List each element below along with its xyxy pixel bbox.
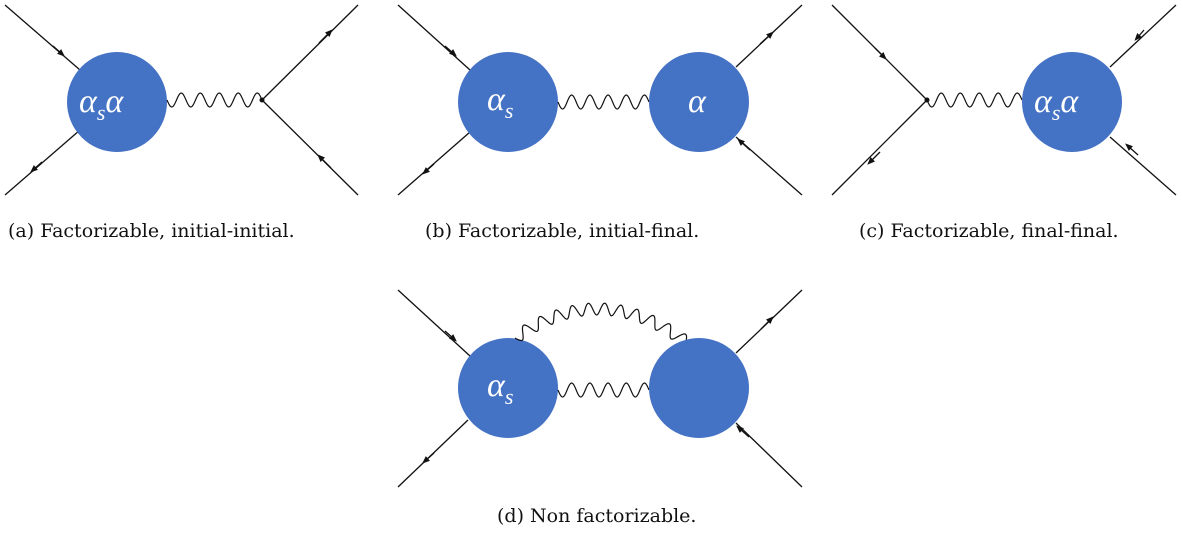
blob-d-right (649, 338, 749, 438)
photon-propagator (926, 92, 1023, 108)
fermion-arrow (317, 154, 332, 169)
fermion-arrow (736, 425, 750, 438)
caption-c: (c) Factorizable, final-final. (859, 220, 1119, 242)
fermion-line (1109, 4, 1177, 68)
fermion-arrow (444, 45, 457, 57)
fermion-line (1109, 136, 1177, 196)
fermion-line (397, 4, 471, 71)
fermion-arrow (422, 452, 435, 464)
photon-propagator (166, 92, 263, 108)
fermion-arrow (444, 330, 457, 342)
diagram-c: αsα (831, 4, 1177, 196)
fermion-arrow (874, 47, 887, 60)
blob-c-label: αsα (1034, 83, 1079, 125)
blob-b-right-label: α (688, 83, 707, 120)
fermion-line (4, 129, 81, 196)
fermion-line (397, 289, 471, 357)
fermion-line (831, 99, 928, 196)
blob-b-left-label: αs (487, 81, 513, 123)
diagram-d: αs (397, 289, 803, 488)
caption-d: (d) Non factorizable. (497, 505, 697, 527)
blob-b-right (649, 52, 749, 152)
blob-d-left-label: αs (487, 367, 513, 409)
fermion-arrow (52, 45, 65, 57)
fermion-arrow (30, 161, 43, 173)
fermion-arrow (1134, 29, 1145, 41)
blob-a (67, 52, 167, 152)
blob-b-left (458, 52, 558, 152)
blob-a-label: αsα (79, 83, 124, 125)
fermion-arrow (867, 151, 881, 165)
diagram-a: αsα (4, 4, 359, 196)
diagram-b: αs α (397, 4, 803, 196)
blob-c (1022, 52, 1122, 152)
caption-a: (a) Factorizable, initial-initial. (8, 220, 295, 242)
fermion-line (397, 131, 471, 196)
photon-propagator (557, 94, 650, 110)
fermion-line (4, 4, 81, 71)
fermion-line (261, 4, 359, 101)
blob-d-left (458, 338, 558, 438)
fermion-line (735, 422, 803, 488)
photon-propagator (557, 382, 650, 398)
fermion-arrow (760, 316, 774, 330)
fermion-arrow (422, 163, 435, 175)
fermion-line (261, 99, 359, 196)
fermion-arrow (759, 31, 774, 45)
caption-b: (b) Factorizable, initial-final. (425, 220, 700, 242)
fermion-arrow (318, 29, 333, 44)
fermion-arrow (1125, 143, 1139, 156)
fermion-arrow (737, 138, 751, 151)
photon-loop (514, 302, 688, 343)
